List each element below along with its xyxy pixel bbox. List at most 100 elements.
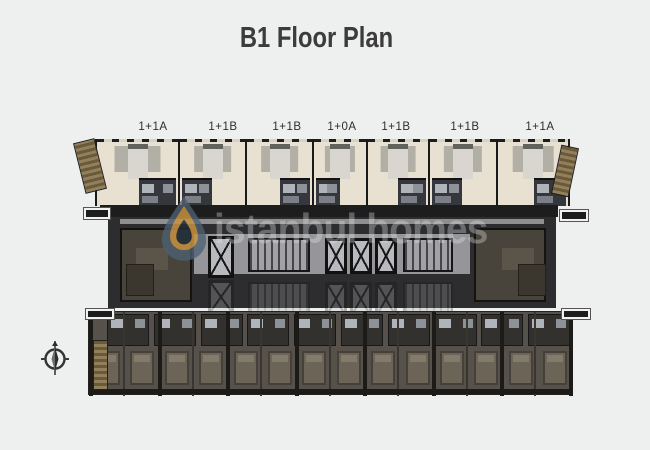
bathroom-block <box>200 314 243 346</box>
pillow <box>100 355 116 362</box>
bed-icon <box>268 351 292 385</box>
bathroom-block <box>398 178 426 206</box>
bed-icon <box>269 144 290 179</box>
counter-icon <box>401 196 418 203</box>
unit-type-label-5: 1+1B <box>381 121 411 133</box>
pillow <box>444 355 460 362</box>
ledge-top-left <box>84 208 110 219</box>
elevator-reflection-3 <box>350 282 372 316</box>
bathroom-block <box>107 314 149 346</box>
unit-type-label-1: 1+1A <box>138 121 168 133</box>
bottom-units-row <box>88 311 573 396</box>
bed-icon <box>202 144 223 179</box>
elevator-shaft-3 <box>350 238 372 274</box>
sink-icon <box>326 184 337 193</box>
bed-icon <box>233 351 258 385</box>
sink-icon <box>275 319 286 328</box>
shower-icon <box>485 319 498 328</box>
sink-icon <box>228 319 239 328</box>
partition-wall <box>465 312 468 396</box>
partition-wall <box>397 312 399 396</box>
pillow <box>375 355 392 362</box>
shower-icon <box>251 319 264 328</box>
bed-icon <box>371 351 396 385</box>
balcony-bottom-left <box>93 340 108 390</box>
bathroom-block <box>341 314 383 346</box>
staircase-reflection-1 <box>248 282 310 316</box>
unit-wall <box>363 312 367 396</box>
bed-icon <box>336 351 361 385</box>
shower-icon <box>157 319 170 328</box>
page-title: B1 Floor Plan <box>239 22 393 54</box>
window-wall <box>247 139 312 142</box>
sink-icon <box>322 319 333 328</box>
sink-icon <box>509 319 520 328</box>
counter-icon <box>319 196 335 203</box>
shower-icon <box>401 184 414 193</box>
bed-icon <box>199 351 224 385</box>
sink-icon <box>163 184 173 193</box>
unit-type-label-4: 1+0A <box>327 121 357 133</box>
bed-icon <box>518 264 546 296</box>
partition-wall <box>328 312 331 396</box>
sink-icon <box>556 319 567 328</box>
bed-icon <box>453 144 473 179</box>
sink-icon <box>415 319 426 328</box>
pillow <box>272 355 288 362</box>
sink-icon <box>181 319 192 328</box>
bed-icon <box>130 351 155 385</box>
unit-wall <box>294 312 299 396</box>
shower-icon <box>532 319 545 328</box>
staircase-2 <box>403 238 453 272</box>
counter-icon <box>141 196 158 203</box>
staircase-reflection-2 <box>403 282 453 316</box>
top-unit-7 <box>496 139 570 206</box>
partition-wall <box>123 312 125 396</box>
window-wall <box>180 139 245 142</box>
pillow <box>134 355 151 362</box>
counter-icon <box>185 196 201 203</box>
counter-icon <box>536 196 553 203</box>
shower-icon <box>141 184 154 193</box>
unit-wall <box>431 312 436 396</box>
sink-icon <box>369 319 379 328</box>
pillow <box>306 355 323 362</box>
elevator-shaft-4 <box>375 238 397 274</box>
top-unit-2 <box>178 139 245 206</box>
sink-icon <box>449 184 460 193</box>
counter-icon <box>435 196 451 203</box>
bathroom-block <box>138 178 176 206</box>
top-unit-6 <box>428 139 496 206</box>
pillow <box>203 355 220 362</box>
top-unit-3 <box>245 139 312 206</box>
unit-type-label-6: 1+1B <box>450 121 480 133</box>
staircase-1 <box>248 238 310 272</box>
shower-icon <box>536 184 549 193</box>
window-wall <box>498 139 568 142</box>
bed-icon <box>523 144 543 179</box>
pillow <box>340 355 357 362</box>
shower-icon <box>204 319 217 328</box>
shower-icon <box>283 184 296 193</box>
sink-icon <box>135 319 145 328</box>
shower-icon <box>111 319 123 328</box>
bed-icon <box>126 264 154 296</box>
core-apartment-left <box>120 228 192 302</box>
core-apartment-right <box>474 228 546 302</box>
partition-wall <box>534 312 536 396</box>
shower-icon <box>319 184 331 193</box>
bed-icon <box>164 351 189 385</box>
unit-wall <box>568 312 573 396</box>
bathroom-block <box>182 178 212 206</box>
compass-rose-icon <box>41 341 69 375</box>
exterior-wall <box>89 389 571 394</box>
shower-icon <box>435 184 447 193</box>
bed-icon <box>330 144 350 179</box>
shower-icon <box>185 184 197 193</box>
bathroom-block <box>280 178 310 206</box>
bathroom-block <box>316 178 340 206</box>
sink-icon <box>297 184 307 193</box>
unit-wall <box>500 312 504 396</box>
bathroom-block <box>387 314 430 346</box>
